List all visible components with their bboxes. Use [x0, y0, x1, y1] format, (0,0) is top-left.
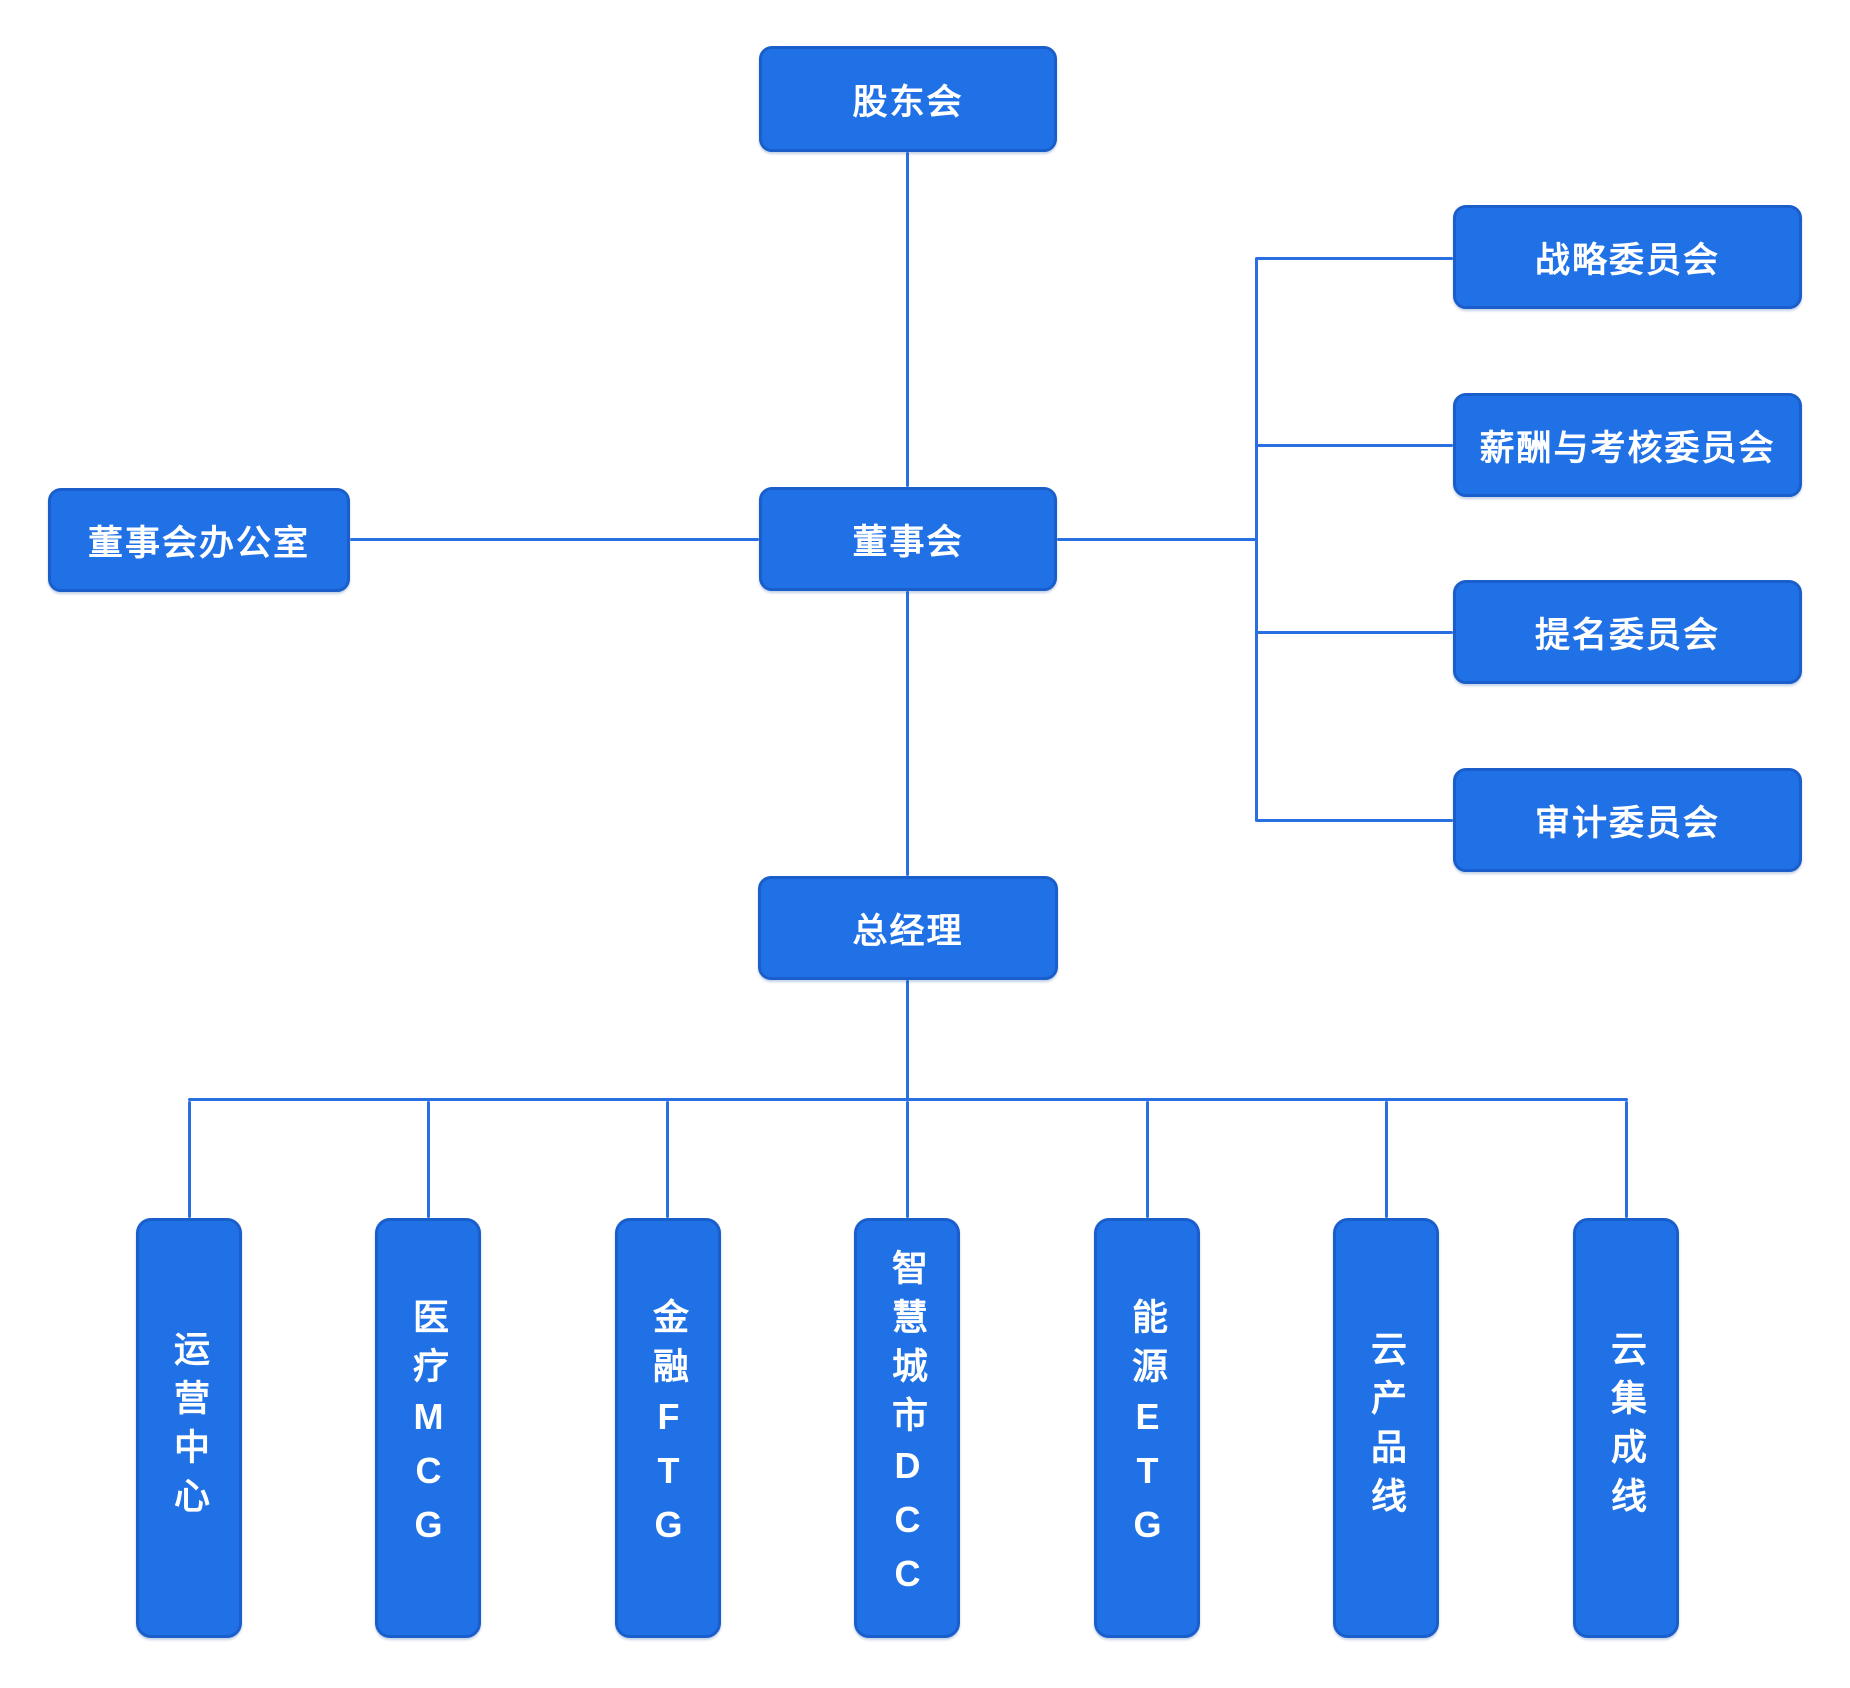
node-division-cloud-product-line: 云产品线 — [1333, 1218, 1439, 1638]
connector-drop-smartcity — [906, 1101, 909, 1218]
connector-drop-operations — [188, 1101, 191, 1218]
node-label: 提名委员会 — [1534, 615, 1720, 655]
connector-board-gm — [906, 591, 909, 876]
node-board-office: 董事会办公室 — [48, 488, 350, 592]
node-label: 金融FTG — [648, 1298, 689, 1558]
node-shareholders-meeting: 股东会 — [759, 46, 1057, 152]
node-label: 审计委员会 — [1534, 803, 1720, 843]
node-division-smart-city-dcc: 智慧城市DCC — [854, 1218, 960, 1638]
connector-board-office — [350, 538, 759, 541]
node-label: 股东会 — [852, 82, 964, 122]
node-division-cloud-integration-line: 云集成线 — [1573, 1218, 1679, 1638]
node-division-energy-etg: 能源ETG — [1094, 1218, 1200, 1638]
connector-drop-cloud-integration — [1625, 1101, 1628, 1218]
node-board-of-directors: 董事会 — [759, 487, 1057, 591]
connector-branch-nomination — [1256, 631, 1453, 634]
node-label: 董事会 — [852, 522, 964, 562]
connector-distribution-bar — [188, 1098, 1628, 1101]
node-strategy-committee: 战略委员会 — [1453, 205, 1802, 309]
node-label: 运营中心 — [169, 1330, 210, 1526]
node-label: 薪酬与考核委员会 — [1479, 428, 1776, 468]
connector-branch-audit — [1256, 819, 1453, 822]
node-label: 董事会办公室 — [87, 523, 310, 563]
node-label: 云产品线 — [1366, 1330, 1407, 1526]
node-label: 医疗MCG — [408, 1298, 449, 1558]
connector-branch-compensation — [1256, 444, 1453, 447]
node-label: 总经理 — [852, 911, 964, 951]
node-division-finance-ftg: 金融FTG — [615, 1218, 721, 1638]
connector-drop-cloud-product — [1385, 1101, 1388, 1218]
node-general-manager: 总经理 — [758, 876, 1058, 980]
connector-gm-distribution — [906, 980, 909, 1101]
connector-drop-energy — [1146, 1101, 1149, 1218]
node-nomination-committee: 提名委员会 — [1453, 580, 1802, 684]
node-division-medical-mcg: 医疗MCG — [375, 1218, 481, 1638]
node-audit-committee: 审计委员会 — [1453, 768, 1802, 872]
connector-drop-medical — [427, 1101, 430, 1218]
connector-drop-finance — [666, 1101, 669, 1218]
connector-committee-trunk — [1255, 257, 1258, 822]
node-label: 智慧城市DCC — [887, 1249, 928, 1607]
node-label: 战略委员会 — [1534, 240, 1720, 280]
connector-shareholders-board — [906, 152, 909, 487]
connector-board-committees — [1057, 538, 1258, 541]
node-label: 能源ETG — [1127, 1298, 1168, 1558]
node-compensation-committee: 薪酬与考核委员会 — [1453, 393, 1802, 497]
connector-branch-strategy — [1256, 257, 1453, 260]
node-division-operations-center: 运营中心 — [136, 1218, 242, 1638]
node-label: 云集成线 — [1606, 1330, 1647, 1526]
